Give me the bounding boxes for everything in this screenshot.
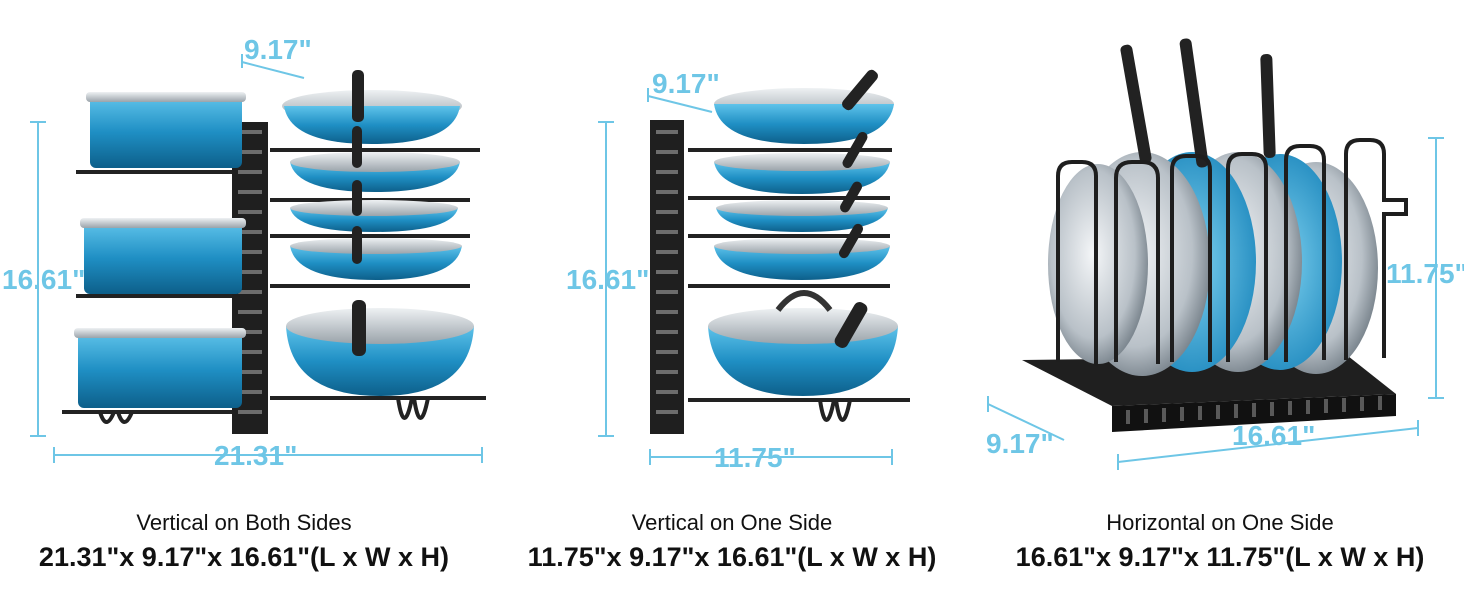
dimension-width-label: 9.17": [652, 68, 720, 99]
dimension-lines: [30, 54, 483, 463]
pot-rack-horizontal-illustration: [987, 38, 1444, 470]
pot-rack-one-side-illustration: [598, 69, 910, 465]
rack-side-panel: [650, 120, 684, 434]
dimension-length-label: 16.61": [1232, 420, 1316, 451]
rack-slots: [238, 130, 262, 414]
dimension-height-label: 16.61": [2, 264, 86, 295]
dimension-lines: [598, 88, 893, 465]
pot-rack-both-sides-illustration: [30, 54, 486, 463]
dimension-lines: [987, 137, 1444, 470]
dimension-length-label: 11.75": [714, 442, 796, 473]
rack-frame: [62, 148, 486, 424]
dimension-width-label: 9.17": [986, 428, 1054, 459]
dimension-height-label: 11.75": [1386, 258, 1464, 289]
base-slots: [1126, 396, 1382, 424]
left-pots: [74, 92, 246, 408]
right-pans: [282, 70, 474, 396]
panel-dimensions: 16.61"x 9.17"x 11.75"(L x W x H): [1015, 542, 1425, 572]
rack-dividers: [1056, 138, 1408, 366]
panel-dimensions: 21.31"x 9.17"x 16.61"(L x W x H): [38, 542, 450, 572]
panel-vertical-both-sides: 9.17" 16.61" 21.31" Vertical on Both Sid…: [0, 0, 488, 600]
dimension-width-label: 9.17": [244, 34, 312, 65]
panel-title: Horizontal on One Side: [1106, 510, 1334, 535]
panel-dimensions: 11.75"x 9.17"x 16.61"(L x W x H): [527, 542, 937, 572]
stacked-pans: [708, 69, 898, 396]
dimension-length-label: 21.31": [214, 440, 298, 471]
panel-title: Vertical on Both Sides: [136, 510, 352, 535]
panel-title: Vertical on One Side: [631, 510, 833, 535]
panel-horizontal-one-side: 9.17" 11.75" 16.61" Horizontal on One Si…: [976, 0, 1464, 600]
rack-slots: [656, 130, 678, 414]
panel-vertical-one-side: 9.17" 16.61" 11.75" Vertical on One Side…: [488, 0, 976, 600]
dimension-height-label: 16.61": [566, 264, 650, 295]
